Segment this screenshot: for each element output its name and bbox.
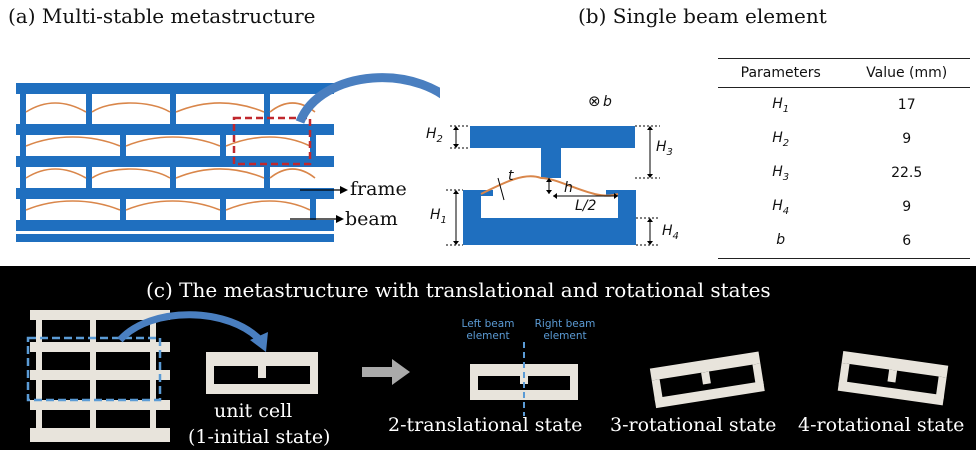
- table-header: Value (mm): [843, 58, 970, 88]
- h-label: h: [564, 180, 573, 196]
- metastructure-drawing: [16, 73, 440, 242]
- transition-arrow: [362, 359, 410, 385]
- panel-c: (c) The metastructure with translational…: [0, 266, 976, 450]
- h1-label: H1: [430, 207, 447, 226]
- beam-curve: [25, 136, 311, 147]
- frame-plate: [16, 124, 334, 135]
- photo-sequence: [26, 310, 949, 442]
- initial-state-label: (1-initial state): [188, 426, 331, 448]
- frame-plate: [16, 156, 334, 167]
- state2-label: 2-translational state: [388, 414, 583, 436]
- single-beam-drawing: [446, 125, 660, 246]
- beam-curve: [25, 168, 316, 179]
- beam-curve: [480, 175, 619, 197]
- panel-c-title: (c) The metastructure with translational…: [146, 278, 771, 302]
- t-label: t: [508, 168, 514, 184]
- state4-photo: [837, 350, 949, 406]
- frame-plate: [16, 83, 334, 94]
- state3-label: 3-rotational state: [610, 414, 777, 436]
- top-post: [541, 148, 561, 178]
- table-header-row: Parameters Value (mm): [718, 58, 970, 88]
- h4-label: H4: [662, 223, 679, 242]
- beam-curve: [25, 200, 311, 211]
- h2-label: H2: [426, 126, 443, 145]
- state3-photo: [649, 351, 765, 409]
- unit-cell-highlight: [232, 116, 312, 166]
- bottom-plate: [463, 218, 636, 245]
- frame-plate: [16, 220, 334, 231]
- top-plate: [470, 126, 635, 148]
- b-symbol: ⊗: [588, 92, 601, 110]
- panel-a-title: (a) Multi-stable metastructure: [8, 4, 316, 28]
- h3-label: H3: [656, 139, 673, 158]
- table-header: Parameters: [718, 58, 844, 88]
- unit-cell-photo: [206, 352, 318, 394]
- frame-plate: [16, 188, 334, 199]
- panel-b-title: (b) Single beam element: [578, 4, 827, 28]
- l-half-label: L/2: [575, 198, 597, 214]
- zoom-arrow: [295, 73, 440, 124]
- zoom-arrow: [117, 311, 265, 345]
- beam-label: beam: [345, 208, 398, 230]
- beam-curve: [25, 102, 316, 113]
- frame-label: frame: [350, 178, 407, 200]
- unit-cell-label: unit cell: [214, 400, 293, 422]
- unit-cell-highlight: [26, 336, 162, 402]
- b-dim-label: b: [603, 94, 612, 110]
- state4-label: 4-rotational state: [798, 414, 965, 436]
- frame-plate: [16, 234, 334, 242]
